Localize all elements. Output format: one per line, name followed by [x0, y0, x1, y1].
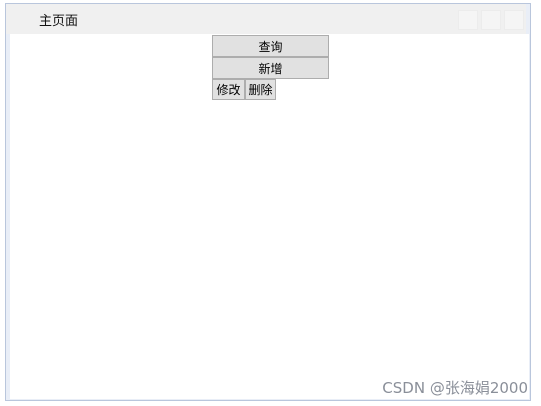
main-content-area: 查询 新增 修改 删除 [10, 34, 529, 399]
maximize-button[interactable] [481, 10, 501, 30]
minimize-button[interactable] [458, 10, 478, 30]
close-button[interactable] [504, 10, 524, 30]
query-button[interactable]: 查询 [212, 35, 329, 57]
title-bar[interactable]: 主页面 [6, 4, 526, 34]
window-controls [458, 10, 524, 30]
edit-button[interactable]: 修改 [212, 79, 245, 100]
window-title: 主页面 [39, 14, 79, 29]
add-button[interactable]: 新增 [212, 57, 329, 79]
watermark-text: CSDN @张海娟2000 [382, 379, 528, 397]
delete-button[interactable]: 删除 [245, 79, 276, 100]
